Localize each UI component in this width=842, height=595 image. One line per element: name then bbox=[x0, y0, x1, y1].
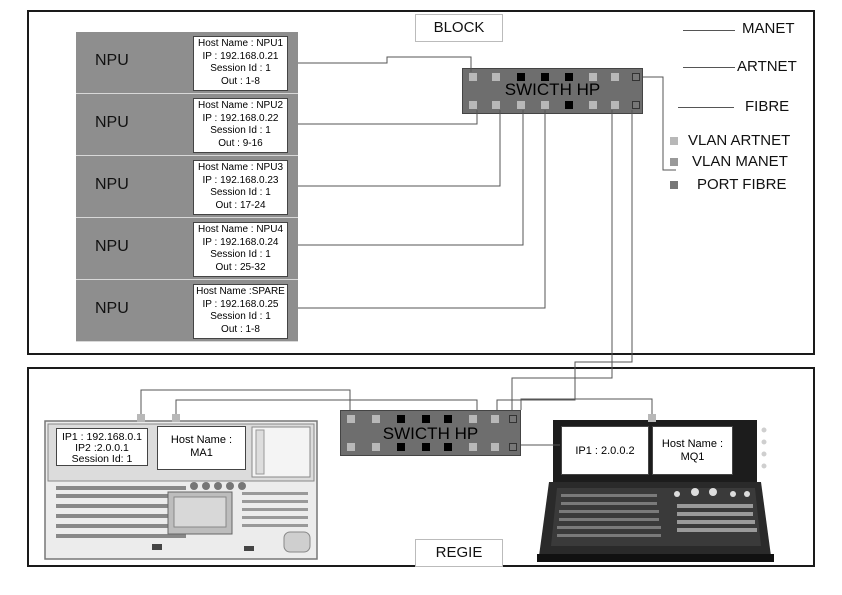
block-switch-port bbox=[517, 101, 525, 109]
mq1-host-label: Host Name : bbox=[661, 438, 724, 450]
npu-panel-2: NPU Host Name : NPU2 IP : 192.168.0.22 S… bbox=[76, 94, 298, 156]
mq1-ip-info: IP1 : 2.0.0.2 bbox=[561, 426, 649, 475]
ma1-ip2: IP2 :2.0.0.1 bbox=[75, 442, 129, 454]
regie-switch-port bbox=[491, 415, 499, 423]
mq1-ip1: IP1 : 2.0.0.2 bbox=[575, 445, 635, 457]
regie-switch-port bbox=[444, 443, 452, 451]
npu-panel-4: NPU Host Name : NPU4 IP : 192.168.0.24 S… bbox=[76, 218, 298, 280]
legend-vlan-artnet-swatch bbox=[670, 137, 678, 145]
regie-switch-port bbox=[469, 415, 477, 423]
npu-host-name: Host Name : NPU1 bbox=[197, 38, 284, 49]
block-switch-port bbox=[589, 101, 597, 109]
npu-ip: IP : 192.168.0.22 bbox=[202, 112, 279, 124]
block-switch-port bbox=[632, 73, 640, 81]
block-switch-port bbox=[611, 101, 619, 109]
regie-switch-port bbox=[509, 443, 517, 451]
npu-out: Out : 17-24 bbox=[215, 199, 266, 211]
ma1-host-label: Host Name : bbox=[170, 434, 233, 446]
ma1-host-info: Host Name : MA1 bbox=[157, 426, 246, 470]
block-switch-port bbox=[469, 101, 477, 109]
legend-vlan-manet-label: VLAN MANET bbox=[692, 153, 788, 170]
npu-session-id: Session Id : 1 bbox=[210, 125, 271, 137]
npu-ip: IP : 192.168.0.25 bbox=[202, 298, 279, 310]
npu-info-box: Host Name : NPU4 IP : 192.168.0.24 Sessi… bbox=[193, 222, 288, 277]
regie-switch-label: SWICTH HP bbox=[382, 424, 479, 443]
block-switch-label: SWICTH HP bbox=[504, 80, 601, 99]
npu-panel-spare: NPU Host Name :SPARE IP : 192.168.0.25 S… bbox=[76, 280, 298, 342]
npu-info-box: Host Name : NPU3 IP : 192.168.0.23 Sessi… bbox=[193, 160, 288, 215]
block-switch-port bbox=[517, 73, 525, 81]
npu-host-name: Host Name : NPU3 bbox=[197, 162, 284, 173]
npu-out: Out : 1-8 bbox=[221, 323, 260, 335]
regie-zone-label: REGIE bbox=[415, 539, 503, 567]
npu-title: NPU bbox=[95, 114, 129, 131]
npu-host-name: Host Name : NPU4 bbox=[197, 224, 284, 235]
legend-fibre-line bbox=[678, 107, 734, 108]
ma1-ip1: IP1 : 192.168.0.1 bbox=[62, 431, 142, 443]
block-switch-port bbox=[469, 73, 477, 81]
npu-info-box: Host Name : NPU2 IP : 192.168.0.22 Sessi… bbox=[193, 98, 288, 153]
block-switch-port bbox=[492, 101, 500, 109]
regie-switch-port bbox=[347, 415, 355, 423]
regie-switch-port bbox=[347, 443, 355, 451]
npu-out: Out : 25-32 bbox=[215, 261, 266, 273]
npu-session-id: Session Id : 1 bbox=[210, 187, 271, 199]
mq1-host-info: Host Name : MQ1 bbox=[652, 426, 733, 475]
npu-title: NPU bbox=[95, 176, 129, 193]
regie-switch-port bbox=[372, 443, 380, 451]
regie-switch-port bbox=[444, 415, 452, 423]
ma1-session-id: Session Id: 1 bbox=[71, 453, 133, 465]
npu-session-id: Session Id : 1 bbox=[210, 249, 271, 261]
npu-ip: IP : 192.168.0.21 bbox=[202, 50, 279, 62]
npu-title: NPU bbox=[95, 52, 129, 69]
block-switch-port bbox=[492, 73, 500, 81]
legend-fibre-label: FIBRE bbox=[745, 98, 790, 115]
block-switch-port bbox=[565, 73, 573, 81]
npu-title: NPU bbox=[95, 300, 129, 317]
npu-session-id: Session Id : 1 bbox=[210, 63, 271, 75]
regie-switch-port bbox=[397, 443, 405, 451]
legend-vlan-artnet-label: VLAN ARTNET bbox=[688, 132, 791, 149]
npu-ip: IP : 192.168.0.23 bbox=[202, 174, 279, 186]
legend-manet-line bbox=[683, 30, 735, 31]
regie-switch-port bbox=[509, 415, 517, 423]
block-switch-port bbox=[589, 73, 597, 81]
regie-switch-port bbox=[469, 443, 477, 451]
npu-host-name: Host Name :SPARE bbox=[196, 286, 285, 297]
regie-switch-port bbox=[422, 415, 430, 423]
regie-switch-port bbox=[372, 415, 380, 423]
ma1-host-name: MA1 bbox=[190, 447, 213, 459]
block-switch-port bbox=[611, 73, 619, 81]
block-zone-label: BLOCK bbox=[415, 14, 503, 42]
npu-panel-3: NPU Host Name : NPU3 IP : 192.168.0.23 S… bbox=[76, 156, 298, 218]
regie-switch-port bbox=[422, 443, 430, 451]
npu-out: Out : 9-16 bbox=[218, 137, 263, 149]
npu-info-box: Host Name : NPU1 IP : 192.168.0.21 Sessi… bbox=[193, 36, 288, 91]
block-switch-port bbox=[632, 101, 640, 109]
legend-vlan-manet-swatch bbox=[670, 158, 678, 166]
block-switch-port bbox=[541, 101, 549, 109]
mq1-host-name: MQ1 bbox=[680, 451, 705, 463]
npu-info-box: Host Name :SPARE IP : 192.168.0.25 Sessi… bbox=[193, 284, 288, 339]
npu-panel-1: NPU Host Name : NPU1 IP : 192.168.0.21 S… bbox=[76, 32, 298, 94]
npu-ip: IP : 192.168.0.24 bbox=[202, 236, 279, 248]
legend-manet-label: MANET bbox=[742, 20, 795, 37]
ma1-ip-info: IP1 : 192.168.0.1 IP2 :2.0.0.1 Session I… bbox=[56, 428, 148, 466]
block-zone bbox=[27, 10, 815, 355]
npu-host-name: Host Name : NPU2 bbox=[197, 100, 284, 111]
legend-artnet-label: ARTNET bbox=[737, 58, 797, 75]
block-switch-port bbox=[541, 73, 549, 81]
regie-switch-port bbox=[397, 415, 405, 423]
npu-out: Out : 1-8 bbox=[221, 75, 260, 87]
npu-title: NPU bbox=[95, 238, 129, 255]
regie-switch-port bbox=[491, 443, 499, 451]
block-switch-port bbox=[565, 101, 573, 109]
npu-session-id: Session Id : 1 bbox=[210, 311, 271, 323]
legend-port-fibre-label: PORT FIBRE bbox=[697, 176, 787, 193]
legend-port-fibre-swatch bbox=[670, 181, 678, 189]
legend-artnet-line bbox=[683, 67, 735, 68]
